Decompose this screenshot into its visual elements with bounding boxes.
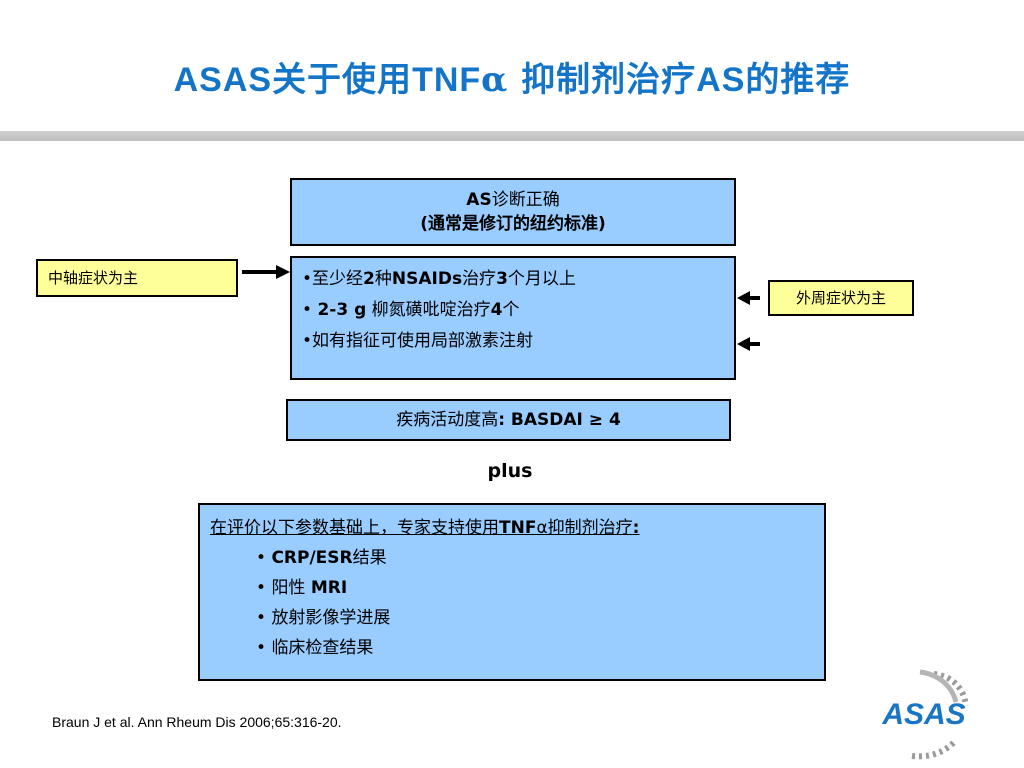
evaluation-header: 在评价以下参数基础上，专家支持使用TNFα抑制剂治疗: xyxy=(210,518,640,538)
peripheral-arrow-lower xyxy=(737,337,760,351)
peripheral-symptoms-label: 外周症状为主 xyxy=(768,280,914,316)
evaluation-item-clinical: • 临床检查结果 xyxy=(256,638,374,658)
diagnosis-box: AS诊断正确 (通常是修订的纽约标准) xyxy=(290,178,736,246)
plus-label: plus xyxy=(487,460,533,482)
evaluation-item-mri: • 阳性 MRI xyxy=(256,578,348,598)
diagnosis-line1: AS诊断正确 xyxy=(466,190,560,210)
evaluation-item-xray: • 放射影像学进展 xyxy=(256,608,391,628)
axial-symptoms-label: 中轴症状为主 xyxy=(36,259,238,297)
treatment-item-ssz: • 2-3 g 柳氮磺吡啶治疗4个 xyxy=(302,300,520,320)
treatment-item-nsaids: •至少经2种NSAIDs治疗3个月以上 xyxy=(302,269,576,289)
treatment-item-steroid: •如有指征可使用局部激素注射 xyxy=(302,331,534,351)
evaluation-item-crp: • CRP/ESR结果 xyxy=(256,548,387,568)
header-divider xyxy=(0,131,1024,141)
basdai-box: 疾病活动度高: BASDAI ≥ 4 xyxy=(286,399,731,441)
diagnosis-line2: (通常是修订的纽约标准) xyxy=(420,214,606,234)
asas-logo: ASAS xyxy=(881,669,969,760)
citation: Braun J et al. Ann Rheum Dis 2006;65:316… xyxy=(52,714,342,730)
logo-text: ASAS xyxy=(881,698,965,731)
treatment-box: •至少经2种NSAIDs治疗3个月以上 • 2-3 g 柳氮磺吡啶治疗4个 •如… xyxy=(290,256,736,380)
peripheral-arrow-upper xyxy=(737,291,760,305)
evaluation-box: 在评价以下参数基础上，专家支持使用TNFα抑制剂治疗: • CRP/ESR结果 … xyxy=(198,503,826,681)
page-title: ASAS关于使用TNFα 抑制剂治疗AS的推荐 xyxy=(173,60,851,100)
axial-arrow xyxy=(242,265,290,279)
